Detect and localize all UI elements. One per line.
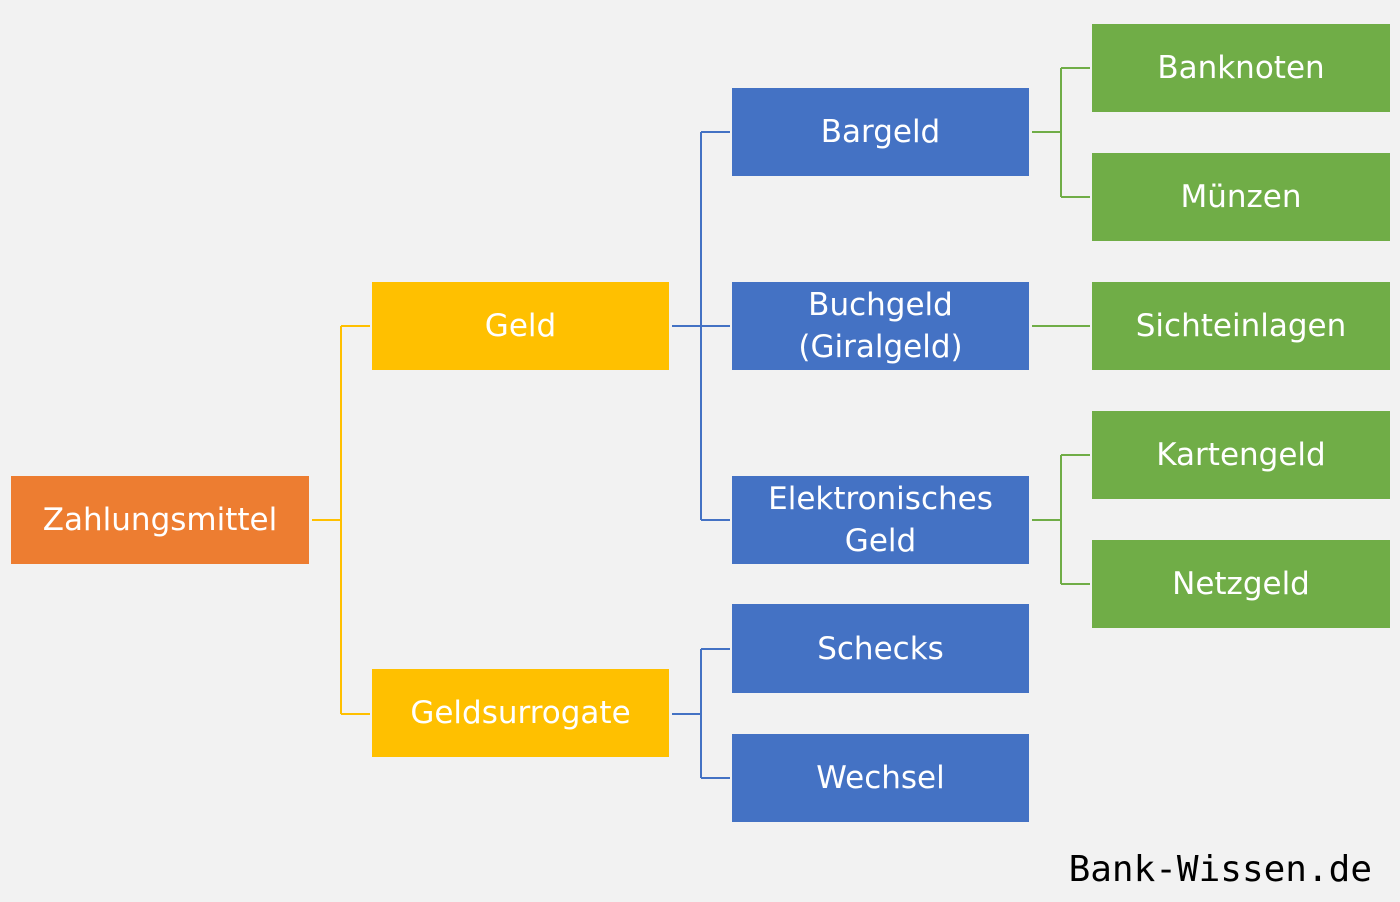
node-schecks: Schecks [732, 604, 1029, 693]
node-bargeld: Bargeld [732, 88, 1029, 176]
node-wechsel: Wechsel [732, 734, 1029, 822]
node-geld: Geld [372, 282, 669, 370]
connector-bargeld [1032, 67, 1090, 198]
node-label-line1: Buchgeld [808, 287, 953, 323]
node-label: Schecks [817, 630, 944, 667]
connector-geldsurrogate [672, 648, 730, 779]
node-label: Sichteinlagen [1135, 308, 1347, 344]
node-geldsurrogate: Geldsurrogate [372, 669, 669, 757]
node-elektronisches-geld: Elektronisches Geld [732, 476, 1029, 564]
node-label: Geldsurrogate [410, 695, 631, 731]
node-label: Geld [484, 308, 557, 344]
node-label-line2: Geld [844, 523, 917, 559]
node-kartengeld: Kartengeld [1092, 411, 1390, 499]
node-label: Münzen [1180, 179, 1302, 215]
node-zahlungsmittel: Zahlungsmittel [11, 476, 309, 564]
node-label: Kartengeld [1156, 437, 1326, 473]
node-label: Bargeld [820, 114, 941, 150]
node-buchgeld: Buchgeld (Giralgeld) [732, 282, 1029, 370]
node-netzgeld: Netzgeld [1092, 540, 1390, 628]
node-label: Wechsel [816, 760, 945, 796]
node-label-line1: Elektronisches [768, 481, 993, 517]
node-banknoten: Banknoten [1092, 24, 1390, 112]
node-label: Netzgeld [1172, 566, 1310, 602]
node-label-line2: (Giralgeld) [798, 329, 963, 365]
connector-elektronisch [1032, 454, 1090, 585]
node-sichteinlagen: Sichteinlagen [1092, 282, 1390, 370]
site-watermark: Bank-Wissen.de [1068, 849, 1372, 890]
node-label: Zahlungsmittel [42, 502, 278, 538]
connector-geld [672, 131, 730, 521]
node-label: Banknoten [1157, 50, 1325, 86]
node-muenzen: Münzen [1092, 153, 1390, 241]
connector-root [312, 325, 370, 715]
